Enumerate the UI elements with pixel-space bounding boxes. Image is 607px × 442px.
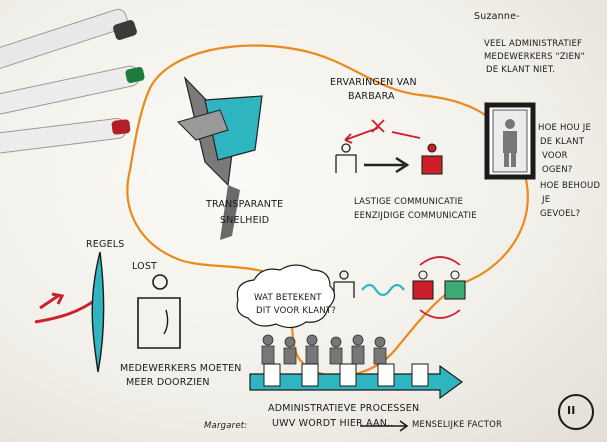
page-icon: [340, 364, 356, 386]
tray-line1: Transparante: [206, 200, 283, 211]
marker-pen: [0, 65, 145, 116]
person-icon: [138, 275, 180, 348]
barbara-line2: Barbara: [348, 92, 395, 103]
thought-line2: dit voor klant?: [256, 307, 336, 317]
question-line4: ogen?: [542, 166, 573, 176]
tray-line2: snelheid: [220, 216, 269, 227]
suzanne-name: Suzanne-: [474, 12, 520, 23]
footer-name: Margaret:: [204, 422, 247, 432]
question-line6: je: [542, 196, 550, 206]
page-icon: [378, 364, 394, 386]
thought-line1: Wat betekent: [254, 294, 322, 304]
page-icon: [302, 364, 318, 386]
question-line5: Hoe behoud: [540, 182, 600, 192]
rules-label: Regels: [86, 240, 125, 251]
processes-line2: UWV wordt hier aan..: [272, 419, 393, 430]
question-line1: Hoe hou je: [538, 124, 591, 134]
question-line7: gevoel?: [540, 210, 580, 220]
suzanne-line1: Veel administratief: [484, 40, 582, 50]
interaction-figures: [334, 257, 465, 318]
question-line2: de klant: [540, 138, 584, 148]
employees-line1: Medewerkers moeten: [120, 364, 242, 375]
people-row: [262, 335, 386, 364]
suzanne-line2: medewerkers "zien": [484, 53, 585, 63]
processes-arrow-text: Menselijke factor: [412, 421, 502, 431]
marker-pen: [0, 7, 138, 72]
section-number: II: [567, 405, 576, 418]
question-line3: voor: [542, 152, 568, 162]
employees-line2: meer doorzien: [126, 378, 210, 389]
section-number-badge: [559, 395, 593, 429]
marker-pen: [0, 118, 131, 155]
door-icon: [487, 105, 533, 177]
communication-line1: Lastige communicatie: [354, 198, 463, 208]
suzanne-line3: de klant niet.: [486, 66, 555, 76]
processes-line1: Administratieve processen: [268, 404, 419, 415]
page-icon: [264, 364, 280, 386]
page-icon: [412, 364, 428, 386]
process-arrow: [250, 364, 462, 398]
communication-figures: [336, 120, 442, 174]
lost-label: Lost: [132, 262, 157, 273]
rules-arrows: [35, 252, 104, 372]
communication-line2: Eenzijdige communicatie: [354, 212, 477, 222]
barbara-line1: Ervaringen van: [330, 78, 417, 89]
